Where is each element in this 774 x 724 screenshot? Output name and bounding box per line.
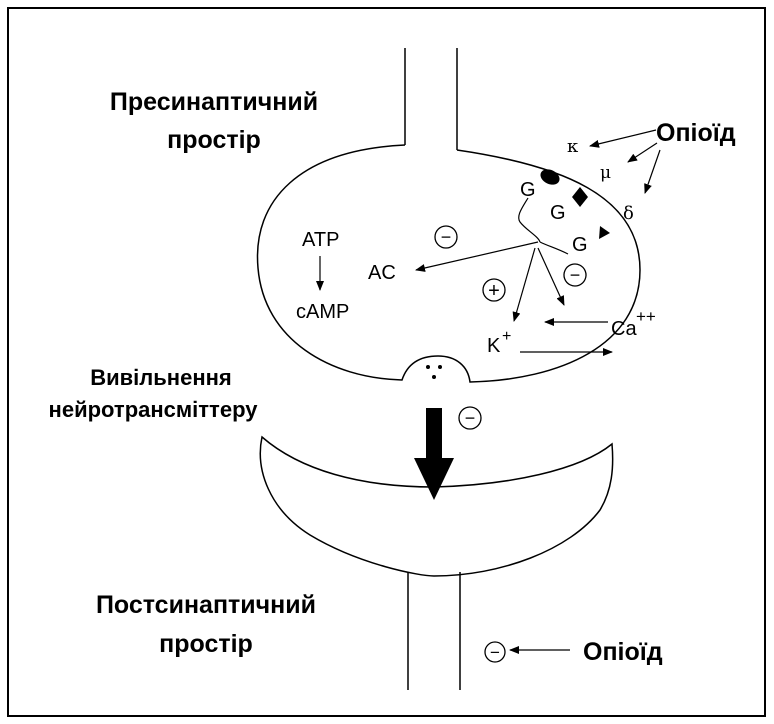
arrow-g-to-ca-channel	[538, 248, 564, 305]
release-arrow-shaft	[426, 408, 442, 460]
inhibit-symbol-postsynaptic-sign: −	[490, 643, 500, 662]
arrow-opioid-to-kappa	[590, 130, 656, 146]
release-arrow-head	[414, 458, 454, 500]
mu-label: μ	[600, 163, 611, 183]
inhibit-symbol-ac-sign: −	[441, 227, 452, 247]
arrow-g-to-k	[514, 248, 535, 321]
ca-ion-charge: ++	[636, 307, 656, 326]
opioid-label-top: Опіоїд	[656, 119, 736, 147]
ca-ion-label: Ca	[611, 318, 637, 340]
vesicle-dot	[426, 365, 430, 369]
postsynaptic-label-line1: Постсинаптичний	[96, 591, 316, 619]
receptor-mu	[572, 187, 588, 207]
k-ion-charge: +	[502, 328, 511, 345]
inhibit-symbol-release-sign: −	[465, 408, 476, 428]
vesicle-dot	[432, 375, 436, 379]
g-protein-3: G	[572, 234, 588, 256]
atp-label: ATP	[302, 229, 339, 251]
g-protein-link-2	[540, 242, 568, 254]
receptor-kappa	[538, 166, 562, 187]
kappa-label: κ	[567, 136, 579, 157]
ac-label: AC	[368, 262, 396, 284]
stimulate-symbol-k-sign: +	[488, 280, 500, 302]
arrow-opioid-to-mu	[628, 143, 657, 162]
receptor-delta	[599, 226, 610, 239]
vesicle-dot	[438, 365, 442, 369]
postsynaptic-label-line2: простір	[159, 630, 253, 658]
arrow-opioid-to-delta	[645, 150, 660, 193]
presynaptic-label-line2: простір	[167, 126, 261, 154]
release-label-line1: Вивільнення	[90, 365, 232, 390]
arrow-g-to-ac	[416, 242, 538, 270]
g-protein-2: G	[550, 202, 566, 224]
release-label-line2: нейротрансміттеру	[49, 397, 259, 422]
inhibit-symbol-ca-sign: −	[570, 265, 581, 285]
g-protein-1: G	[520, 179, 536, 201]
k-ion-label: K	[487, 335, 501, 357]
presynaptic-terminal	[258, 145, 640, 382]
presynaptic-label-line1: Пресинаптичний	[110, 88, 318, 116]
camp-label: cAMP	[296, 301, 349, 323]
delta-label: δ	[623, 203, 634, 224]
g-protein-link	[519, 198, 540, 242]
opioid-label-bottom: Опіоїд	[583, 638, 663, 666]
